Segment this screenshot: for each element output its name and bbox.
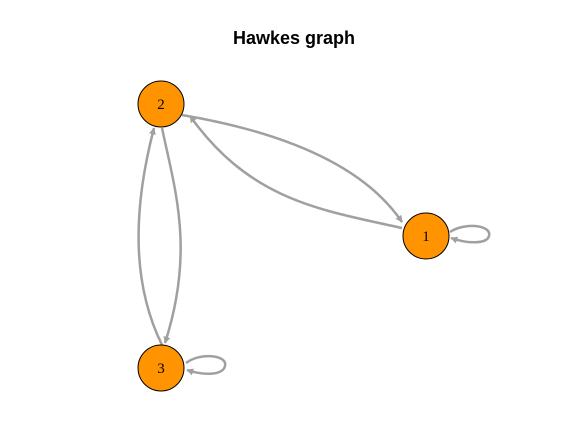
graph-title: Hawkes graph <box>232 28 356 48</box>
edge-2-to-3 <box>160 127 182 344</box>
node-2-label: 2 <box>157 97 165 113</box>
edge-1-to-1 <box>449 224 491 244</box>
node-3-label: 3 <box>157 361 165 377</box>
edge-2-to-1 <box>181 113 404 223</box>
node-1-label: 1 <box>422 229 430 245</box>
edge-3-to-2 <box>137 127 164 346</box>
node-3-circle <box>137 344 185 392</box>
node-1: 1 <box>402 212 450 260</box>
edge-3-to-3 <box>185 354 227 376</box>
node-1-circle <box>402 212 450 260</box>
node-3: 3 <box>137 344 185 392</box>
node-2-circle <box>137 80 185 128</box>
edge-1-to-2 <box>188 115 403 230</box>
node-2: 2 <box>137 80 185 128</box>
